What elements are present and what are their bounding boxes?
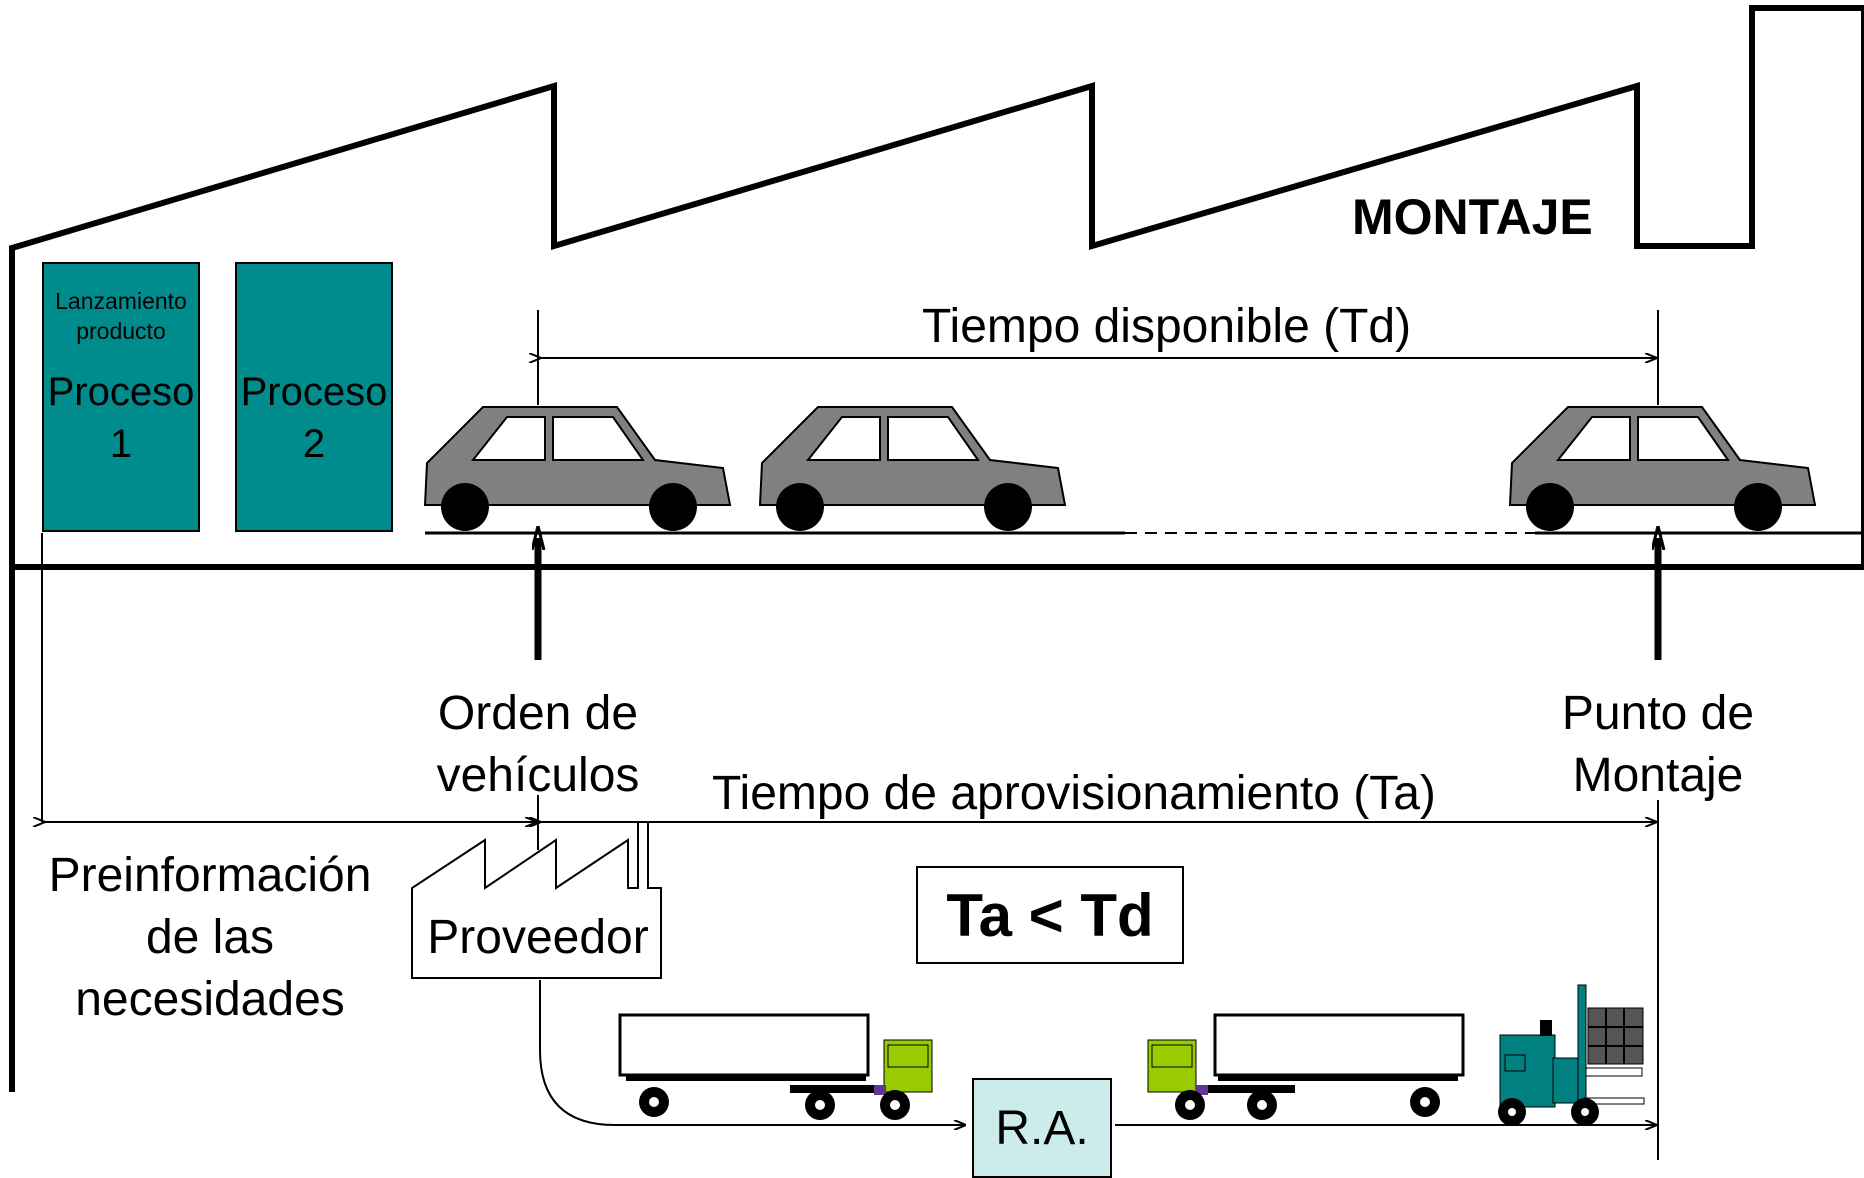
condition-box: Ta < Td bbox=[916, 866, 1184, 964]
supply-flow-curve bbox=[539, 980, 965, 1125]
available-time-label: Tiempo disponible (Td) bbox=[922, 300, 1412, 353]
process-1-label-line1: Proceso bbox=[47, 370, 195, 414]
process-2-label-line1: Proceso bbox=[240, 370, 388, 414]
car-second bbox=[759, 406, 1066, 532]
vehicle-order-line2: vehículos bbox=[436, 749, 640, 802]
process-1-caption-line1: Lanzamiento bbox=[55, 288, 187, 314]
process-2-label-line2: 2 bbox=[302, 422, 326, 466]
warehouse-box: R.A. bbox=[972, 1078, 1112, 1178]
assembly-point-line2: Montaje bbox=[1572, 749, 1744, 802]
factory-title: MONTAJE bbox=[1352, 189, 1593, 245]
factory-building-outline bbox=[9, 5, 1864, 1092]
condition-label: Ta < Td bbox=[946, 881, 1154, 949]
process-1-label-line2: 1 bbox=[109, 422, 133, 466]
vehicle-order-line1: Orden de bbox=[437, 687, 639, 740]
warehouse-label: R.A. bbox=[995, 1101, 1089, 1155]
car-last bbox=[1509, 406, 1816, 532]
supply-time-label: Tiempo de aprovisionamiento (Ta) bbox=[712, 767, 1436, 820]
preinfo-line2: de las bbox=[145, 911, 275, 964]
supplier-label: Proveedor bbox=[427, 911, 649, 964]
preinfo-line1: Preinformación bbox=[48, 849, 372, 902]
preinfo-line3: necesidades bbox=[75, 973, 345, 1026]
supplier-factory-icon bbox=[411, 821, 662, 979]
process-box-2: Proceso 2 bbox=[235, 262, 393, 532]
forklift-icon bbox=[1498, 984, 1645, 1126]
process-1-caption-line2: producto bbox=[76, 318, 166, 344]
process-box-1: Lanzamiento producto Proceso 1 bbox=[42, 262, 200, 532]
assembly-point-line1: Punto de bbox=[1561, 687, 1755, 740]
car-first bbox=[424, 406, 731, 532]
truck-inbound bbox=[618, 1013, 933, 1120]
truck-outbound bbox=[1147, 1013, 1465, 1120]
